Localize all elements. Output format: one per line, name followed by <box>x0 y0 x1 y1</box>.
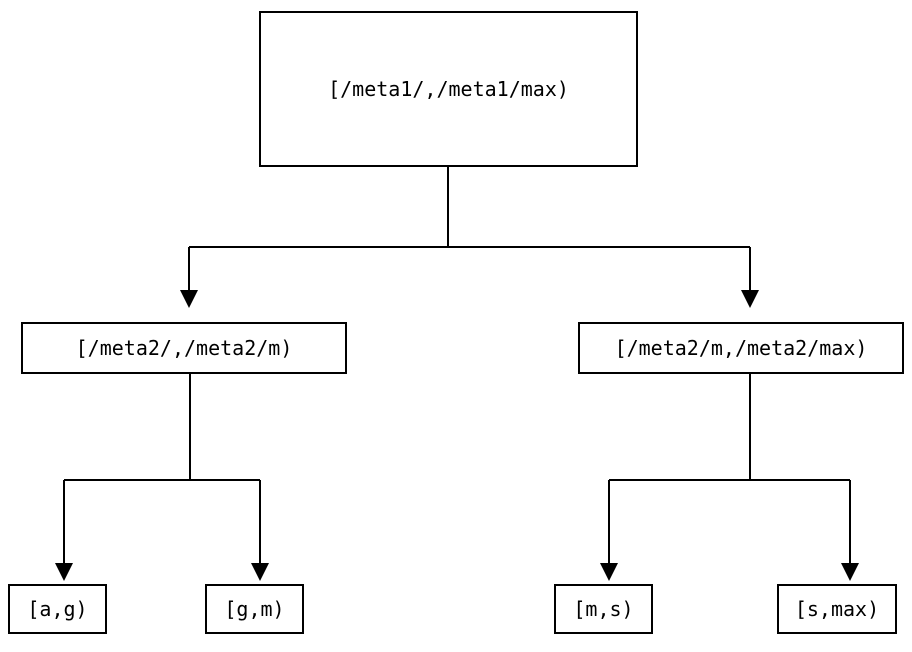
node-leaf-m-s[interactable]: [m,s) <box>554 584 653 634</box>
node-mid-right-label: [/meta2/m,/meta2/max) <box>614 336 868 360</box>
node-leaf-a-g-label: [a,g) <box>27 597 88 621</box>
arrowhead-icon <box>600 563 618 581</box>
node-mid-left-label: [/meta2/,/meta2/m) <box>75 336 293 360</box>
edge-mid-right-subtree <box>609 374 850 481</box>
node-leaf-m-s-label: [m,s) <box>573 597 634 621</box>
edge-mid-left-to-g-m <box>251 480 269 581</box>
arrowhead-icon <box>55 563 73 581</box>
node-root[interactable]: [/meta1/,/meta1/max) <box>259 11 638 167</box>
node-leaf-s-max-label: [s,max) <box>794 597 880 621</box>
edge-mid-left-to-a-g <box>55 480 73 581</box>
node-leaf-s-max[interactable]: [s,max) <box>777 584 897 634</box>
edge-mid-right-to-s-max <box>841 480 859 581</box>
arrowhead-icon <box>251 563 269 581</box>
arrowhead-icon <box>841 563 859 581</box>
edge-mid-right-to-m-s <box>600 480 618 581</box>
node-mid-right[interactable]: [/meta2/m,/meta2/max) <box>578 322 904 374</box>
node-root-label: [/meta1/,/meta1/max) <box>328 77 569 101</box>
edge-root-to-mid-right <box>741 247 759 308</box>
edge-mid-left-subtree <box>64 374 260 481</box>
edge-root-to-mid-left <box>180 167 750 308</box>
node-leaf-g-m[interactable]: [g,m) <box>205 584 304 634</box>
arrowhead-icon <box>180 290 198 308</box>
node-leaf-a-g[interactable]: [a,g) <box>8 584 107 634</box>
arrowhead-icon <box>741 290 759 308</box>
node-leaf-g-m-label: [g,m) <box>224 597 285 621</box>
node-mid-left[interactable]: [/meta2/,/meta2/m) <box>21 322 347 374</box>
